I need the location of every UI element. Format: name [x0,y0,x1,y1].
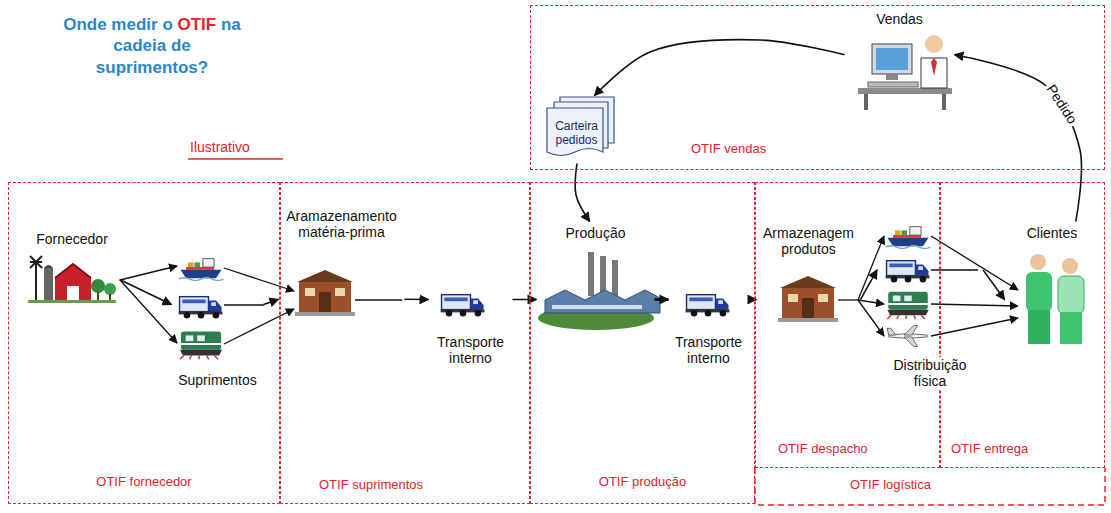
flow-arrow [595,40,845,96]
customer-node: Clientes [1005,222,1100,350]
zone-label: OTIF entrega [951,442,1028,457]
truck-node: Transporte interno [669,288,749,370]
title-word: cadeia [113,36,171,55]
ship-icon [886,227,931,249]
transport-group: Suprimentos [172,252,264,392]
sales-desk-icon [858,35,952,110]
sales-zone: OTIF vendas VendasCarteira pedidos [530,5,1105,170]
sales-node: Vendas [845,8,955,113]
flow-arrow [861,270,878,300]
warehouse-node: Aramazenamento matéria-prima [279,205,405,325]
flow-arrows [120,236,1018,344]
warehouse-icon [295,270,355,316]
title-word: na [221,15,241,34]
flow-arrow [955,55,1082,222]
title-word: suprimentos? [96,58,208,77]
node-label: Produção [566,225,626,241]
node-label: Transporte interno [669,334,749,366]
plane-icon [887,325,928,346]
zone-label: OTIF suprimentos [319,478,423,493]
production-zone: OTIF produção ProduçãoTransporte interno [530,182,755,504]
flow-arrow [120,280,172,305]
distribution-node: Distribuição física [877,220,983,392]
title-word: o [162,15,177,34]
node-label: Transporte interno [429,334,513,366]
flow-arrow [405,298,429,300]
node-label: Clientes [1027,225,1078,241]
truck-icon [886,261,930,283]
truck-node: Transporte interno [429,288,513,370]
supply-zone: OTIF suprimentos Aramazenamento matéria-p… [280,182,530,504]
node-label: Vendas [876,11,923,27]
diagram-title: Onde medir o OTIF na cadeia de supriment… [62,14,242,78]
zone-label: OTIF produção [531,475,754,490]
truck-icon [686,295,730,317]
node-label: Aramazenamento matéria-prima [279,208,405,240]
title-word: OTIF [178,15,221,34]
farm-icon [28,256,116,303]
train-icon [180,332,222,360]
edge-label: Pedido [1042,80,1081,129]
zone-label: OTIF vendas [691,142,766,157]
flow-arrow [575,164,589,222]
zone-label: OTIF despacho [778,442,868,457]
factory-node: Produção [537,222,655,332]
note-underline [188,158,283,160]
factory-icon [538,252,660,330]
flow-arrow [513,299,537,301]
zone-label: OTIF fornecedor [9,475,279,490]
title-word: de [171,36,191,55]
dispatch-zone: OTIF despacho Armazenagem produtos [755,182,940,468]
node-label: Fornecedor [36,231,108,247]
note-label: Ilustrativo [190,139,250,155]
node-label: Armazenagem produtos [757,225,861,257]
logistics-zone [755,468,1105,505]
title-word: medir [111,15,162,34]
supplier-zone: OTIF fornecedor FornecedorSuprimentos [8,182,280,504]
supplier-node: Fornecedor [25,228,120,308]
ship-icon [179,259,224,281]
flow-arrow [655,298,669,301]
warehouse-icon [778,276,838,322]
node-label: Suprimentos [178,372,257,388]
truck-icon [179,297,223,319]
flow-arrow [264,299,279,304]
flow-arrow [983,270,1005,300]
customers-icon [1026,254,1084,344]
order-book: Carteira pedidos [546,96,616,164]
delivery-zone: OTIF entrega Clientes [940,182,1105,468]
title-word: Onde [63,15,111,34]
warehouse-node: Armazenagem produtos [757,222,861,327]
truck-icon [441,295,485,317]
node-label: Distribuição física [877,357,983,389]
train-icon [887,292,928,319]
node-label: Carteira pedidos [546,120,608,146]
zone-label: OTIF logística [848,477,933,492]
